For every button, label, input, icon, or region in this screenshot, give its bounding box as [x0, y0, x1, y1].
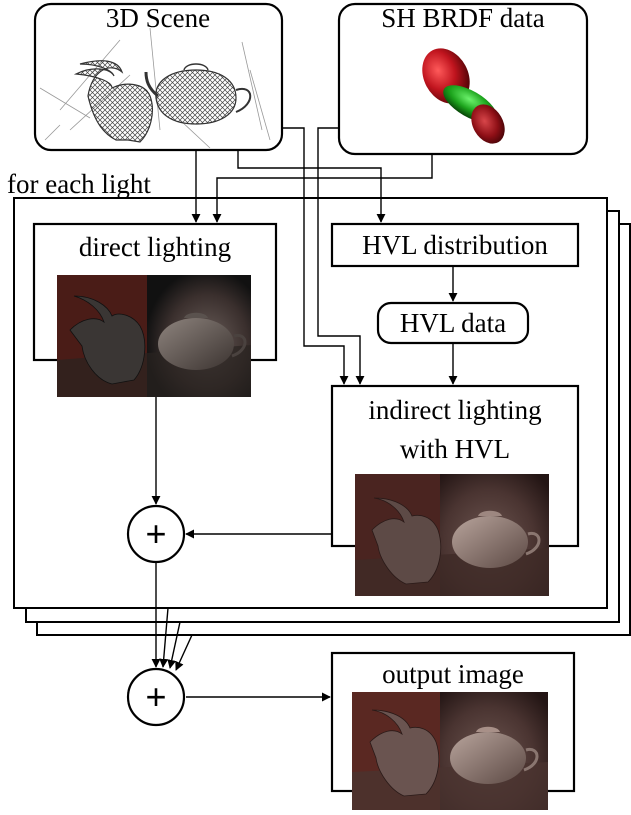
arrow-scene-to-hvl-distribution [237, 150, 386, 223]
output-image-node: output image [330, 651, 576, 810]
direct-lighting-label: direct lighting [79, 232, 231, 262]
arrow-brdf-to-indirect [317, 127, 365, 385]
sum-outer-symbol: + [145, 676, 166, 717]
scene-label: 3D Scene [106, 3, 210, 33]
indirect-lighting-label-line1: indirect lighting [368, 395, 541, 425]
brdf-lobes-image [422, 48, 505, 144]
output-image-render [352, 692, 548, 810]
loop-label: for each light [7, 169, 151, 199]
direct-lighting-node: direct lighting [32, 222, 278, 397]
scene-node: 3D Scene [33, 2, 284, 152]
output-image-label: output image [382, 659, 524, 689]
arrow-brdf-to-direct [212, 154, 433, 223]
hvl-distribution-node: HVL distribution [330, 222, 580, 268]
sum-node-inner: + [126, 504, 186, 564]
connectors [151, 127, 458, 702]
sum-node-outer: + [126, 667, 186, 727]
brdf-label: SH BRDF data [381, 3, 545, 33]
sum-inner-symbol: + [145, 513, 166, 554]
indirect-lighting-node: indirect lighting with HVL [330, 384, 580, 596]
direct-lighting-render [57, 275, 251, 397]
arrow-sum-to-total-4 [175, 634, 193, 671]
indirect-lighting-render [355, 474, 549, 596]
brdf-node: SH BRDF data [337, 2, 589, 156]
hvl-distribution-label: HVL distribution [362, 230, 548, 260]
hvl-data-label: HVL data [400, 308, 506, 338]
arrow-sum-to-total-3 [167, 621, 181, 669]
indirect-lighting-label-line2: with HVL [400, 434, 510, 464]
arrow-scene-to-indirect [282, 127, 349, 385]
hvl-data-node: HVL data [376, 301, 530, 345]
arrow-sum-to-total-2 [159, 607, 169, 668]
scene-wireframe-image [39, 27, 271, 149]
